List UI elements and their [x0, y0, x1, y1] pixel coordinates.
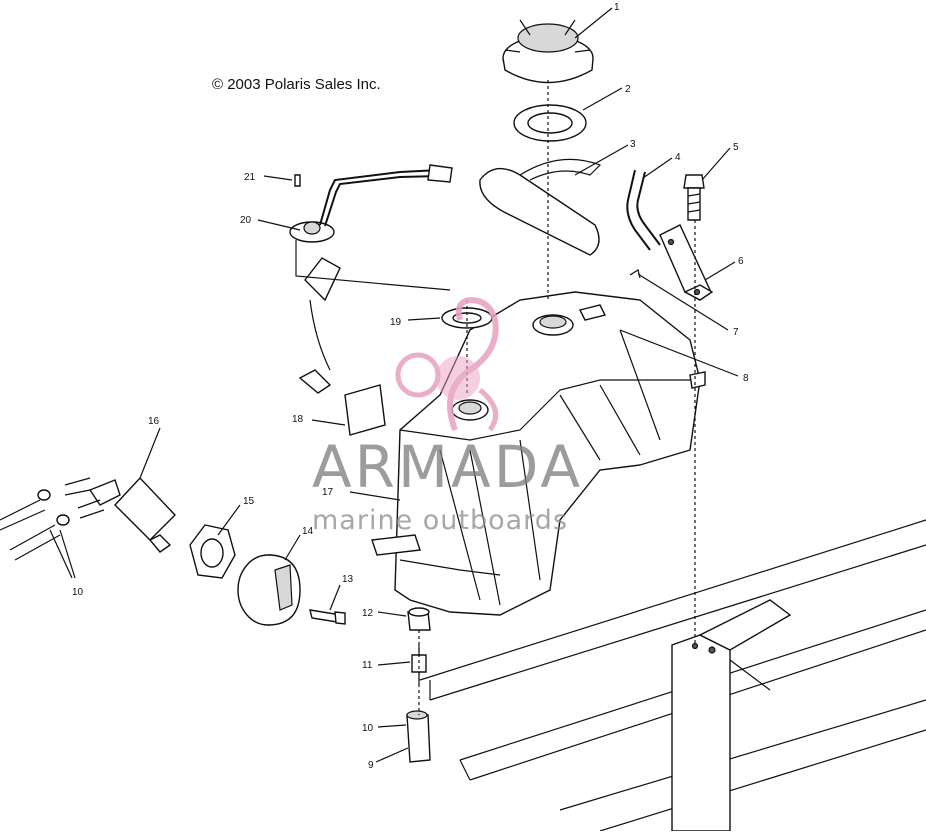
callout-21: 21 — [244, 172, 256, 183]
leader-lines — [139, 7, 739, 763]
callout-18: 18 — [292, 414, 304, 425]
rubber-mount — [237, 554, 301, 626]
callout-3: 3 — [630, 139, 636, 150]
callout-11: 11 — [362, 660, 373, 671]
callout-12: 12 — [362, 608, 374, 619]
callout-6: 6 — [738, 256, 744, 267]
callout-17: 17 — [322, 487, 334, 498]
callout-10-lower: 10 — [362, 723, 374, 734]
callout-7: 7 — [733, 327, 739, 338]
mount-screw — [309, 609, 346, 625]
callout-13: 13 — [342, 574, 354, 585]
fuel-filter — [64, 476, 176, 553]
callout-14: 14 — [302, 526, 314, 537]
callout-19: 19 — [390, 317, 402, 328]
callout-16: 16 — [148, 416, 160, 427]
lock-nut — [189, 524, 236, 579]
callout-1: 1 — [614, 2, 620, 13]
watermark-brand: ARMADA — [312, 433, 584, 501]
vent-hose — [626, 169, 661, 251]
tank-bracket — [659, 224, 714, 301]
callout-15: 15 — [243, 496, 255, 507]
bolt — [683, 174, 705, 221]
fuel-cap — [502, 19, 594, 84]
warning-label — [344, 384, 386, 436]
mount-bracket — [671, 599, 792, 832]
watermark-tagline: marine outboards — [312, 505, 569, 536]
fuel-sender — [289, 164, 453, 394]
callout-labels: 1 2 3 4 5 6 7 8 9 10 10 11 12 13 14 15 1… — [72, 2, 749, 771]
callout-10-left: 10 — [72, 587, 84, 598]
watermark-logo — [395, 296, 499, 432]
drain-hose — [406, 710, 431, 763]
cap-gasket — [513, 104, 587, 142]
drain-fitting — [407, 607, 431, 631]
callout-4: 4 — [675, 152, 681, 163]
callout-9: 9 — [368, 760, 374, 771]
hoses-and-clamps — [0, 489, 76, 579]
callout-8: 8 — [743, 373, 749, 384]
callout-20: 20 — [240, 215, 252, 226]
callout-2: 2 — [625, 84, 631, 95]
foam-pad — [479, 158, 602, 256]
copyright-notice: © 2003 Polaris Sales Inc. — [212, 76, 381, 93]
callout-5: 5 — [733, 142, 739, 153]
